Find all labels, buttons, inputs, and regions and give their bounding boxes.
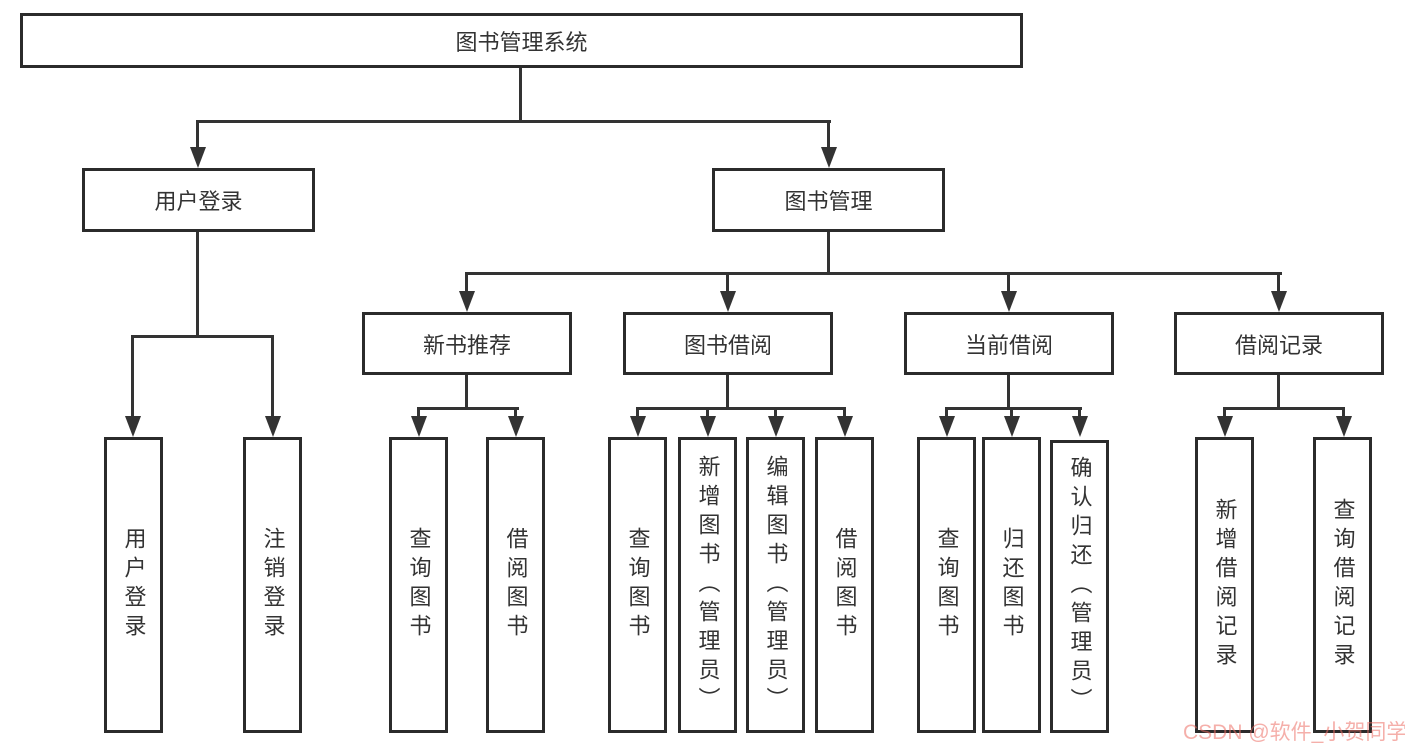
connector-line (1342, 407, 1345, 419)
node-label: 图书借阅 (683, 332, 772, 358)
node-label: 新书推荐 (422, 332, 511, 358)
arrowhead-icon (265, 416, 281, 437)
arrowhead-icon (1217, 416, 1233, 437)
connector-line (519, 68, 522, 121)
node-label: 借阅记录 (1234, 332, 1323, 358)
leaf-edit-books-admin: 编辑图书（管理员） (746, 437, 805, 733)
node-label: 借阅图书 (503, 527, 529, 643)
connector-line (945, 407, 948, 419)
node-label: 用户登录 (121, 527, 147, 643)
connector-line (1223, 407, 1226, 419)
node-label: 新增借阅记录 (1212, 498, 1238, 672)
arrowhead-icon (508, 416, 524, 437)
arrowhead-icon (459, 291, 475, 312)
leaf-borrow-books-recommend: 借阅图书 (486, 437, 545, 733)
connector-line (196, 120, 199, 150)
arrowhead-icon (1004, 416, 1020, 437)
connector-line (271, 335, 274, 417)
arrowhead-icon (1001, 291, 1017, 312)
connector-line (1007, 272, 1010, 294)
node-new-book-recommend: 新书推荐 (362, 312, 572, 375)
leaf-add-books-admin: 新增图书（管理员） (678, 437, 737, 733)
connector-line (465, 375, 468, 408)
connector-line (465, 272, 1282, 275)
node-label: 当前借阅 (964, 332, 1053, 358)
connector-line (636, 407, 846, 410)
connector-line (774, 407, 777, 419)
arrowhead-icon (837, 416, 853, 437)
connector-line (417, 407, 420, 419)
connector-line (843, 407, 846, 419)
arrowhead-icon (768, 416, 784, 437)
node-label: 查询图书 (934, 527, 960, 643)
connector-line (1277, 375, 1280, 408)
leaf-logout: 注销登录 (243, 437, 302, 733)
node-label: 借阅图书 (832, 527, 858, 643)
node-label: 归还图书 (999, 527, 1025, 643)
connector-line (726, 272, 729, 294)
connector-line (465, 272, 468, 294)
node-book-borrow: 图书借阅 (623, 312, 833, 375)
arrowhead-icon (1336, 416, 1352, 437)
connector-line (196, 232, 199, 335)
node-current-borrow: 当前借阅 (904, 312, 1114, 375)
arrowhead-icon (720, 291, 736, 312)
leaf-user-login: 用户登录 (104, 437, 163, 733)
node-user-login: 用户登录 (82, 168, 315, 232)
leaf-query-borrow-record: 查询借阅记录 (1313, 437, 1372, 733)
leaf-query-books-borrow: 查询图书 (608, 437, 667, 733)
node-label: 查询借阅记录 (1330, 498, 1356, 672)
leaf-query-books-recommend: 查询图书 (389, 437, 448, 733)
connector-line (1277, 272, 1280, 294)
node-label: 编辑图书（管理员） (763, 454, 789, 716)
connector-line (417, 407, 519, 410)
connector-line (827, 120, 830, 150)
connector-line (726, 375, 729, 408)
arrowhead-icon (939, 416, 955, 437)
leaf-borrow-books: 借阅图书 (815, 437, 874, 733)
watermark: CSDN @软件_小贺同学 (1183, 721, 1405, 744)
leaf-confirm-return-admin: 确认归还（管理员） (1050, 440, 1109, 733)
connector-line (636, 407, 639, 419)
node-label: 注销登录 (260, 527, 286, 643)
node-label: 图书管理 (784, 189, 873, 214)
arrowhead-icon (190, 147, 206, 168)
connector-line (131, 335, 274, 338)
connector-line (1223, 407, 1345, 410)
arrowhead-icon (411, 416, 427, 437)
connector-line (196, 120, 831, 123)
node-library-system: 图书管理系统 (20, 13, 1023, 68)
node-label: 新增图书（管理员） (695, 454, 721, 716)
connector-line (514, 407, 517, 419)
connector-line (1010, 407, 1013, 419)
arrowhead-icon (700, 416, 716, 437)
leaf-add-borrow-record: 新增借阅记录 (1195, 437, 1254, 733)
arrowhead-icon (821, 147, 837, 168)
arrowhead-icon (630, 416, 646, 437)
connector-line (945, 407, 1082, 410)
leaf-query-books-current: 查询图书 (917, 437, 976, 733)
connector-line (1007, 375, 1010, 408)
node-label: 用户登录 (154, 189, 243, 214)
node-book-management: 图书管理 (712, 168, 945, 232)
node-label: 确认归还（管理员） (1067, 456, 1093, 717)
node-borrow-records: 借阅记录 (1174, 312, 1384, 375)
connector-line (827, 232, 830, 272)
arrowhead-icon (125, 416, 141, 437)
node-label: 查询图书 (625, 527, 651, 643)
leaf-return-books: 归还图书 (982, 437, 1041, 733)
arrowhead-icon (1271, 291, 1287, 312)
node-label: 查询图书 (406, 527, 432, 643)
connector-line (131, 335, 134, 417)
connector-line (706, 407, 709, 419)
node-label: 图书管理系统 (455, 29, 588, 55)
arrowhead-icon (1072, 416, 1088, 437)
connector-line (1078, 407, 1081, 419)
